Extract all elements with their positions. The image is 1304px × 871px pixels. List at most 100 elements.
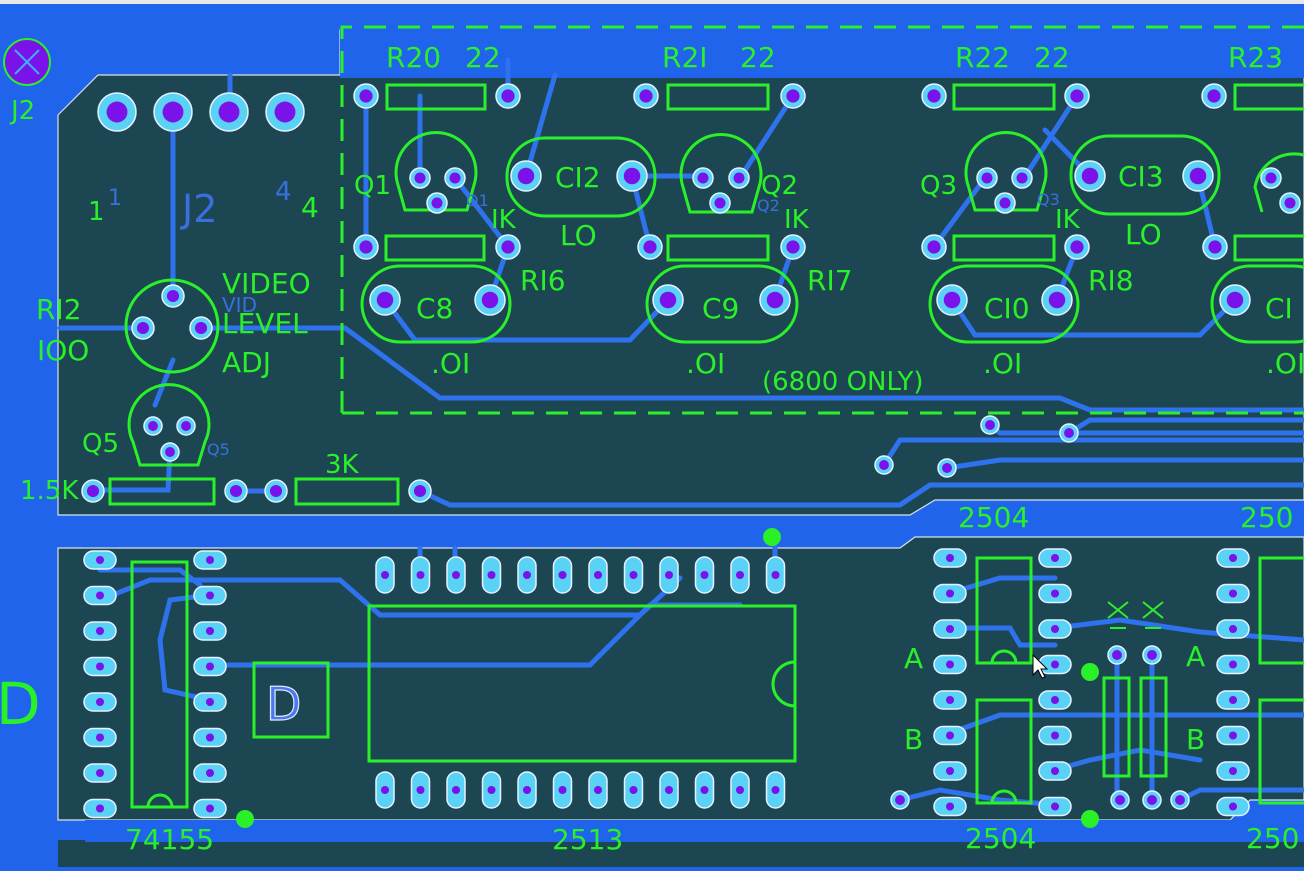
pad-drill xyxy=(643,240,657,254)
jumper-x-marks xyxy=(1107,601,1164,629)
label-ic-2504-bottom: 2504 xyxy=(965,822,1036,855)
silkscreen-layer xyxy=(108,25,1304,809)
pad-drill xyxy=(665,571,673,579)
label-r21-value: 22 xyxy=(740,41,776,74)
label-level: LEVEL xyxy=(222,307,308,340)
pad-drill xyxy=(1207,89,1221,103)
pad-drill xyxy=(1265,172,1277,184)
j2-marker-cross-icon xyxy=(14,49,40,75)
copper-top-bus xyxy=(340,20,1304,78)
pad-drill xyxy=(1064,428,1074,438)
label-j2-pin1-copper: 1 xyxy=(108,186,122,211)
pad-drill xyxy=(629,571,638,579)
label-ic-74155: 74155 xyxy=(125,823,214,856)
pad-drill xyxy=(1229,625,1237,633)
pad-drill xyxy=(416,786,425,794)
label-q1: Q1 xyxy=(354,171,391,201)
label-ic-2504-top-right: 250 xyxy=(1240,501,1293,534)
pad-drill xyxy=(659,291,677,309)
pad-drill xyxy=(623,167,641,185)
pad-drill xyxy=(985,420,995,430)
pad-layer xyxy=(81,83,1301,819)
label-d-marker: D xyxy=(266,677,301,731)
pad-drill xyxy=(999,197,1011,209)
pad-drill xyxy=(1226,291,1244,309)
pad-drill xyxy=(1229,660,1237,669)
pad-drill xyxy=(927,89,941,103)
pad-drill xyxy=(943,291,961,309)
pad-drill xyxy=(162,101,184,123)
pad-drill xyxy=(523,571,531,579)
pad-drill xyxy=(206,769,214,777)
pad-drill xyxy=(413,484,427,498)
substrate-upper xyxy=(57,29,1304,516)
fiducial-dots xyxy=(236,528,1099,828)
pad-drill xyxy=(206,733,214,742)
label-q1-copper: Q1 xyxy=(466,191,489,210)
label-q2: Q2 xyxy=(761,171,798,201)
pad-drill xyxy=(376,291,394,309)
pad-drill xyxy=(629,786,638,794)
pad-drill xyxy=(714,197,726,209)
pad-drill xyxy=(946,660,954,669)
pad-drill xyxy=(86,484,100,498)
pad-drill xyxy=(700,786,709,794)
copper-bottom-bus xyxy=(85,820,1304,842)
pad-drill xyxy=(96,804,104,813)
pad-drill xyxy=(1070,89,1084,103)
pad-drill xyxy=(206,804,214,813)
label-note-6800-only: (6800 ONLY) xyxy=(762,367,924,397)
label-lo-1: LO xyxy=(560,219,597,252)
label-adj: ADJ xyxy=(222,346,271,379)
pad-drill xyxy=(206,662,214,671)
label-r22-value: 22 xyxy=(1034,41,1070,74)
pad-drill xyxy=(1175,795,1185,805)
label-q3: Q3 xyxy=(920,171,957,201)
pad-drill xyxy=(1189,167,1207,185)
label-r17: RI7 xyxy=(807,264,853,297)
pad-drill xyxy=(381,571,389,579)
pad-drill xyxy=(665,786,673,794)
pad-drill xyxy=(96,698,104,706)
pad-drill xyxy=(381,786,389,794)
pad-drill xyxy=(1051,767,1059,775)
label-c12: CI2 xyxy=(555,161,601,194)
pad-drill xyxy=(523,786,531,794)
pad-drill xyxy=(96,556,104,564)
pad-drill xyxy=(218,101,240,123)
label-lo-2: LO xyxy=(1125,218,1162,251)
pad-drill xyxy=(895,795,905,805)
label-q5-copper: Q5 xyxy=(207,440,230,459)
pad-drill xyxy=(359,240,373,254)
label-c10: CI0 xyxy=(984,292,1030,325)
pad-drill xyxy=(206,698,214,706)
pad-drill xyxy=(1208,240,1222,254)
pad-drill xyxy=(946,554,954,562)
label-j2-pin4-copper: 4 xyxy=(275,177,292,207)
pad-drill xyxy=(946,589,954,598)
label-r20: R20 xyxy=(386,41,441,74)
pad-drill xyxy=(1081,167,1099,185)
pad-drill xyxy=(1048,291,1066,309)
pad-drill xyxy=(558,571,567,579)
label-r21: R2I xyxy=(662,41,708,74)
label-layer: J2 1 1 J2 4 4 RI2 IOO VIDEO VID LEVEL AD… xyxy=(0,41,1304,856)
pad-drill xyxy=(96,733,104,742)
label-ic-2504-top: 2504 xyxy=(958,501,1029,534)
pad-drill xyxy=(148,421,158,431)
pad-drill xyxy=(1016,172,1028,184)
label-c11: CI xyxy=(1265,292,1293,325)
label-r18: RI8 xyxy=(1088,264,1134,297)
label-pin-a-left: A xyxy=(904,642,923,675)
label-r20-value: 22 xyxy=(465,41,501,74)
label-j2-title: J2 xyxy=(180,187,217,231)
pad-drill xyxy=(736,786,744,794)
pad-drill xyxy=(700,571,709,579)
pad-drill xyxy=(946,696,954,704)
pad-drill xyxy=(501,240,515,254)
substrate-bottom xyxy=(58,840,1304,867)
label-r12-value: IOO xyxy=(37,334,89,367)
pad-drill xyxy=(594,786,602,794)
